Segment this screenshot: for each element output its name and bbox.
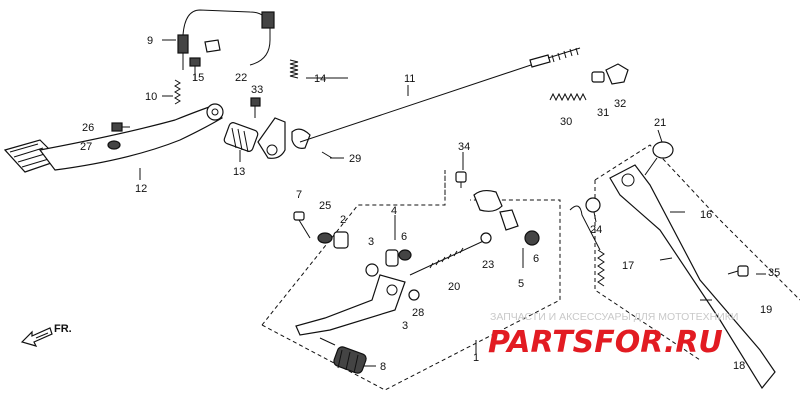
callout-20: 20 bbox=[448, 281, 460, 293]
gearshift-lever bbox=[295, 274, 406, 346]
brake-switch bbox=[177, 9, 275, 70]
return-spring bbox=[174, 79, 181, 105]
callout-27: 27 bbox=[80, 141, 92, 153]
front-direction-label: FR. bbox=[54, 323, 72, 335]
callout-16: 16 bbox=[700, 209, 712, 221]
callout-15: 15 bbox=[192, 72, 204, 84]
callout-19: 19 bbox=[760, 304, 772, 316]
callout-28: 28 bbox=[412, 307, 424, 319]
nut-24 bbox=[585, 197, 601, 213]
spring-14 bbox=[289, 59, 299, 79]
callout-22: 22 bbox=[235, 72, 247, 84]
callout-30: 30 bbox=[560, 116, 572, 128]
callout-25: 25 bbox=[319, 200, 331, 212]
callout-13: 13 bbox=[233, 166, 245, 178]
callout-21: 21 bbox=[654, 117, 666, 129]
callout-23: 23 bbox=[482, 259, 494, 271]
callout-4: 4 bbox=[391, 205, 397, 217]
bolt-34 bbox=[455, 171, 467, 188]
brake-arm bbox=[223, 117, 286, 159]
callout-34: 34 bbox=[458, 141, 470, 153]
joint-31 bbox=[591, 71, 605, 83]
brake-rod bbox=[299, 47, 581, 143]
callout-17: 17 bbox=[622, 260, 634, 272]
callout-26: 26 bbox=[82, 122, 94, 134]
callout-3a: 3 bbox=[368, 236, 374, 248]
adjust-nut bbox=[605, 63, 629, 85]
callout-9: 9 bbox=[147, 35, 153, 47]
rod-joint-5 bbox=[473, 189, 540, 246]
side-stand bbox=[609, 164, 776, 390]
dust-seal-3 bbox=[365, 263, 379, 277]
shift-rubber bbox=[333, 346, 367, 374]
callout-labels: 9 10 15 22 33 14 11 26 27 12 13 29 34 7 … bbox=[80, 35, 780, 373]
spring-30 bbox=[549, 92, 587, 102]
bolt-26 bbox=[111, 122, 130, 132]
leader-lines bbox=[139, 39, 766, 367]
callout-14: 14 bbox=[314, 73, 326, 85]
bushing-4 bbox=[385, 249, 399, 267]
clip-22 bbox=[204, 39, 221, 53]
bolt-7 bbox=[293, 211, 311, 239]
callout-32: 32 bbox=[614, 98, 626, 110]
callout-1: 1 bbox=[473, 352, 479, 364]
callout-11: 11 bbox=[404, 73, 415, 85]
nut-27 bbox=[107, 140, 121, 150]
callout-24: 24 bbox=[590, 224, 602, 236]
nut-23 bbox=[480, 232, 492, 244]
rod-joint bbox=[291, 128, 333, 159]
callout-33: 33 bbox=[251, 84, 263, 96]
callout-3b: 3 bbox=[402, 320, 408, 332]
collar-2 bbox=[333, 231, 349, 249]
callout-12: 12 bbox=[135, 183, 147, 195]
watermark-brand: PARTSFOR.RU bbox=[488, 325, 723, 360]
callout-5: 5 bbox=[518, 278, 524, 290]
bolt-35 bbox=[727, 265, 749, 277]
callout-2: 2 bbox=[340, 214, 346, 226]
watermark-caption: ЗАПЧАСТИ И АКСЕССУАРЫ ДЛЯ МОТОТЕХНИКИ bbox=[490, 311, 738, 323]
nut-28 bbox=[408, 289, 420, 301]
callout-35: 35 bbox=[768, 267, 780, 279]
callout-10: 10 bbox=[145, 91, 157, 103]
front-direction-arrow bbox=[20, 327, 53, 347]
washer-25 bbox=[317, 232, 333, 244]
callout-6a: 6 bbox=[401, 231, 407, 243]
callout-18: 18 bbox=[733, 360, 745, 372]
pivot-bolt bbox=[644, 141, 674, 176]
stand-spring bbox=[569, 205, 605, 287]
bolt-33 bbox=[250, 97, 261, 118]
callout-7: 7 bbox=[296, 189, 302, 201]
callout-6b: 6 bbox=[533, 253, 539, 265]
callout-8: 8 bbox=[380, 361, 386, 373]
tie-rod bbox=[409, 237, 491, 276]
bolt-15 bbox=[189, 57, 201, 80]
callout-29: 29 bbox=[349, 153, 361, 165]
brake-pedal bbox=[3, 103, 224, 173]
callout-31: 31 bbox=[597, 107, 609, 119]
dust-seal-6 bbox=[398, 249, 412, 261]
